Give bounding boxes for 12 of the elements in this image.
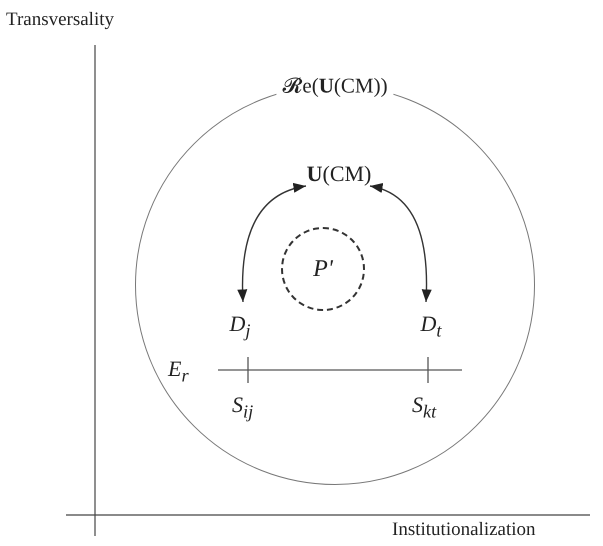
math-label: D$_{t}$ (416, 311, 446, 341)
axis-label: Institutionalization (392, 520, 536, 539)
circle-title: 𝓡e(U(CM)) (276, 76, 394, 96)
tick-label: S$_{kt}$ (412, 394, 436, 421)
dashed-circle (281, 227, 365, 311)
math-label: U(CM) (301, 161, 377, 187)
curved-arrow (370, 184, 432, 302)
math-label: D$_{j}$ (225, 311, 255, 341)
line-label: E$_{r}$ (168, 358, 189, 385)
axis-label: Transversality (6, 10, 114, 29)
curved-arrow (238, 184, 306, 302)
tick-label: S$_{ij}$ (232, 394, 254, 421)
